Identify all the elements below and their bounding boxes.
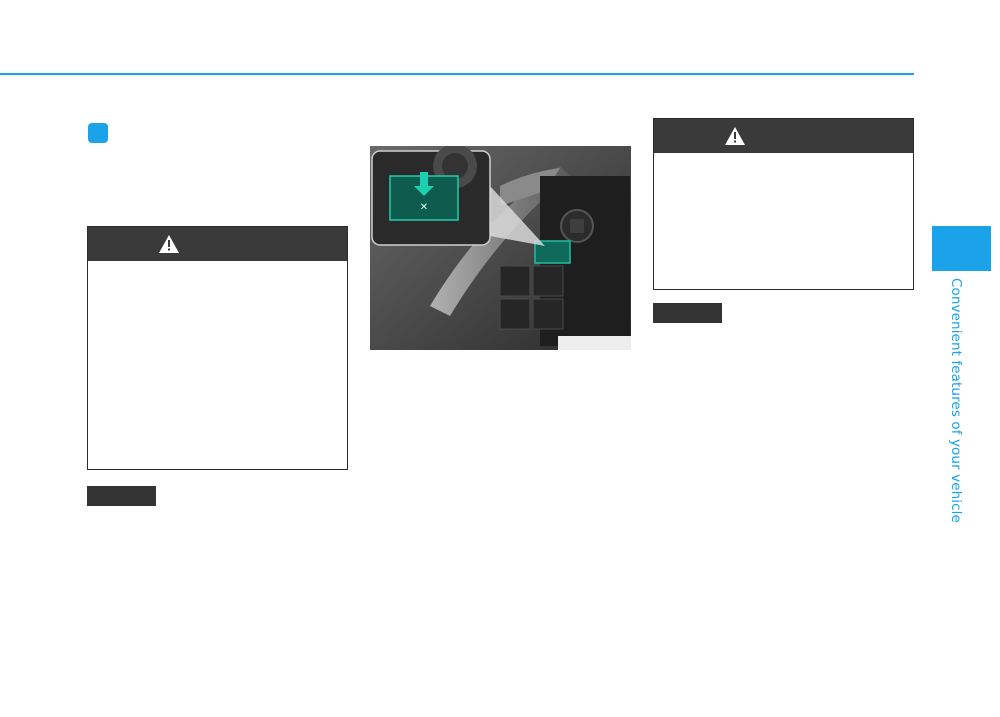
- chapter-title: Convenient features of your vehicle: [948, 278, 964, 523]
- header-rule: [0, 73, 914, 75]
- door-switch-photo: ✕: [370, 146, 631, 350]
- chapter-tab: [932, 226, 991, 271]
- reference-tag-right: [653, 303, 722, 323]
- warning-header: [88, 227, 347, 261]
- warning-box-left: [87, 226, 348, 470]
- warning-header: [654, 119, 913, 153]
- reference-tag-left: [87, 486, 156, 506]
- photo-id-label: [558, 336, 631, 350]
- warning-triangle-icon: [725, 127, 745, 145]
- section-marker: [88, 123, 108, 143]
- warning-triangle-icon: [159, 235, 179, 253]
- svg-text:✕: ✕: [420, 202, 428, 213]
- warning-box-right: [653, 118, 914, 290]
